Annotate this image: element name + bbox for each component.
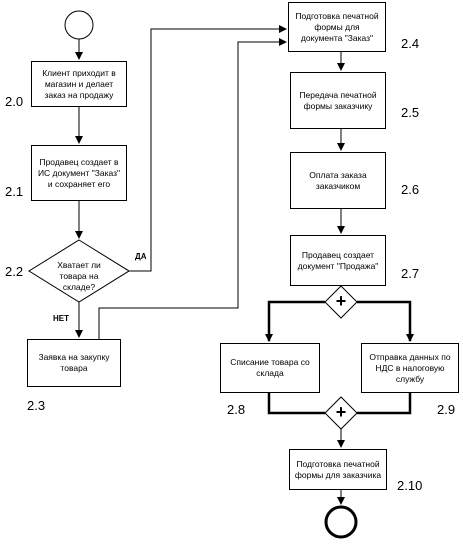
step-2-2-number: 2.2 xyxy=(5,264,24,279)
flow-split-to-2-9 xyxy=(357,300,414,342)
step-2-3-number: 2.3 xyxy=(27,398,46,413)
step-2-6-box: Оплата заказа заказчиком xyxy=(290,152,386,209)
step-2-1-box: Продавец создает в ИС документ "Заказ" и… xyxy=(31,145,127,201)
flow-2-8-to-join xyxy=(267,393,325,415)
flow-split-to-2-8 xyxy=(265,300,325,342)
step-2-10-number: 2.10 xyxy=(397,478,423,493)
step-2-2-decision-text: Хватает ли товара на складе? xyxy=(57,260,101,292)
flow-yes-to-2-4 xyxy=(129,25,287,272)
step-2-5-box: Передача печатной формы заказчику xyxy=(290,72,386,129)
step-2-8-box: Списание товара со склада xyxy=(220,343,320,393)
step-2-6-number: 2.6 xyxy=(401,182,420,197)
step-2-4-box: Подготовка печатной формы для документа … xyxy=(288,2,386,52)
step-2-5-number: 2.5 xyxy=(401,105,420,120)
gateway-join-plus-icon: + xyxy=(335,402,347,422)
step-2-0-number: 2.0 xyxy=(5,94,24,109)
step-2-8-number: 2.8 xyxy=(227,402,246,417)
step-2-7-box: Продавец создает документ "Продажа" xyxy=(290,235,386,286)
decision-diamond xyxy=(28,239,130,303)
end-event xyxy=(324,505,358,539)
step-2-10-box: Подготовка печатной формы для заказчика xyxy=(289,449,387,490)
step-2-9-number: 2.9 xyxy=(437,402,456,417)
step-2-1-number: 2.1 xyxy=(5,184,24,199)
flow-2-9-to-join xyxy=(357,393,412,415)
step-2-7-number: 2.7 xyxy=(401,266,420,281)
start-event xyxy=(64,10,94,40)
gateway-split-plus-icon: + xyxy=(335,291,347,311)
step-2-3-box: Заявка на закупку товара xyxy=(27,339,121,387)
flow-2-3-to-2-4 xyxy=(98,38,287,339)
step-2-9-box: Отправка данных по НДС в налоговую служб… xyxy=(361,343,459,393)
parallel-gateway-split xyxy=(324,285,358,319)
branch-no-label: НЕТ xyxy=(53,314,69,323)
branch-yes-label: ДА xyxy=(135,252,147,261)
step-2-4-number: 2.4 xyxy=(401,36,420,51)
step-2-0-box: Клиент приходит в магазин и делает заказ… xyxy=(31,61,127,107)
